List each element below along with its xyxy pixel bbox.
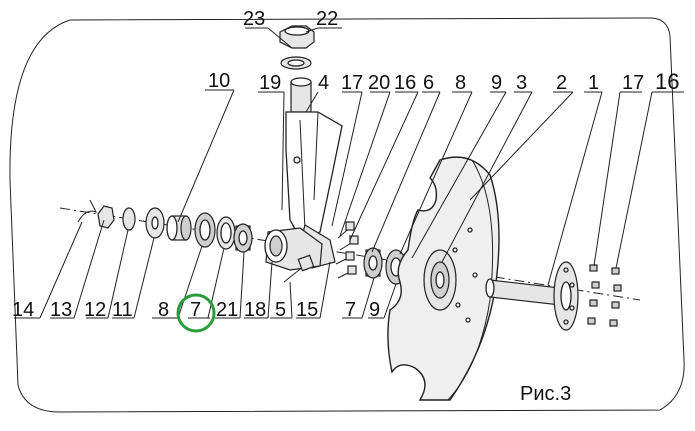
label-10: 10 — [208, 70, 230, 92]
cotter-pin-14 — [77, 199, 98, 223]
label-11: 11 — [112, 299, 133, 321]
label-9-bottom: 9 — [369, 299, 380, 321]
bearing-6 — [363, 247, 383, 279]
label-3: 3 — [516, 72, 527, 94]
label-5: 5 — [275, 299, 286, 321]
label-6: 6 — [423, 72, 434, 94]
bolt-set-17-right — [587, 264, 600, 325]
label-14: 14 — [12, 299, 34, 321]
label-8-top: 8 — [455, 72, 466, 94]
leader-lines — [14, 27, 684, 319]
label-9-top: 9 — [491, 72, 502, 94]
seal-8-left — [194, 212, 216, 248]
highlight-circle — [176, 293, 216, 333]
cutting-disc-2 — [387, 156, 500, 401]
label-12: 12 — [84, 299, 106, 321]
label-7-bottom-left: 7 — [190, 299, 201, 321]
label-21: 21 — [216, 299, 238, 321]
label-20: 20 — [368, 72, 390, 94]
label-23: 23 — [243, 8, 265, 30]
bolt-5 — [283, 254, 315, 283]
label-13: 13 — [50, 299, 72, 321]
label-17-top: 17 — [341, 72, 363, 94]
seal-7-left — [216, 216, 236, 250]
diagram-frame — [9, 17, 685, 413]
label-16-right: 16 — [655, 69, 679, 94]
label-17-right: 17 — [622, 72, 644, 94]
label-7-bottom-right: 7 — [345, 299, 356, 321]
figure-caption: Рис.3 — [520, 383, 571, 405]
nut-22 — [279, 25, 315, 49]
washer-12 — [122, 207, 136, 231]
axle-1 — [485, 261, 579, 331]
label-4: 4 — [318, 72, 329, 94]
label-8-bottom: 8 — [158, 299, 169, 321]
label-16-top: 16 — [394, 72, 416, 94]
bearing-21 — [233, 223, 253, 253]
label-15: 15 — [296, 299, 318, 321]
label-22: 22 — [316, 8, 338, 30]
bearing-10 — [166, 215, 192, 241]
castle-nut-13 — [97, 205, 115, 229]
bolt-set-17 — [335, 221, 359, 279]
label-19: 19 — [259, 72, 281, 94]
axis-centerline — [59, 207, 641, 301]
nut-set-16-right — [609, 267, 622, 327]
label-18: 18 — [244, 299, 266, 321]
label-2: 2 — [556, 72, 567, 94]
label-1: 1 — [588, 72, 599, 94]
